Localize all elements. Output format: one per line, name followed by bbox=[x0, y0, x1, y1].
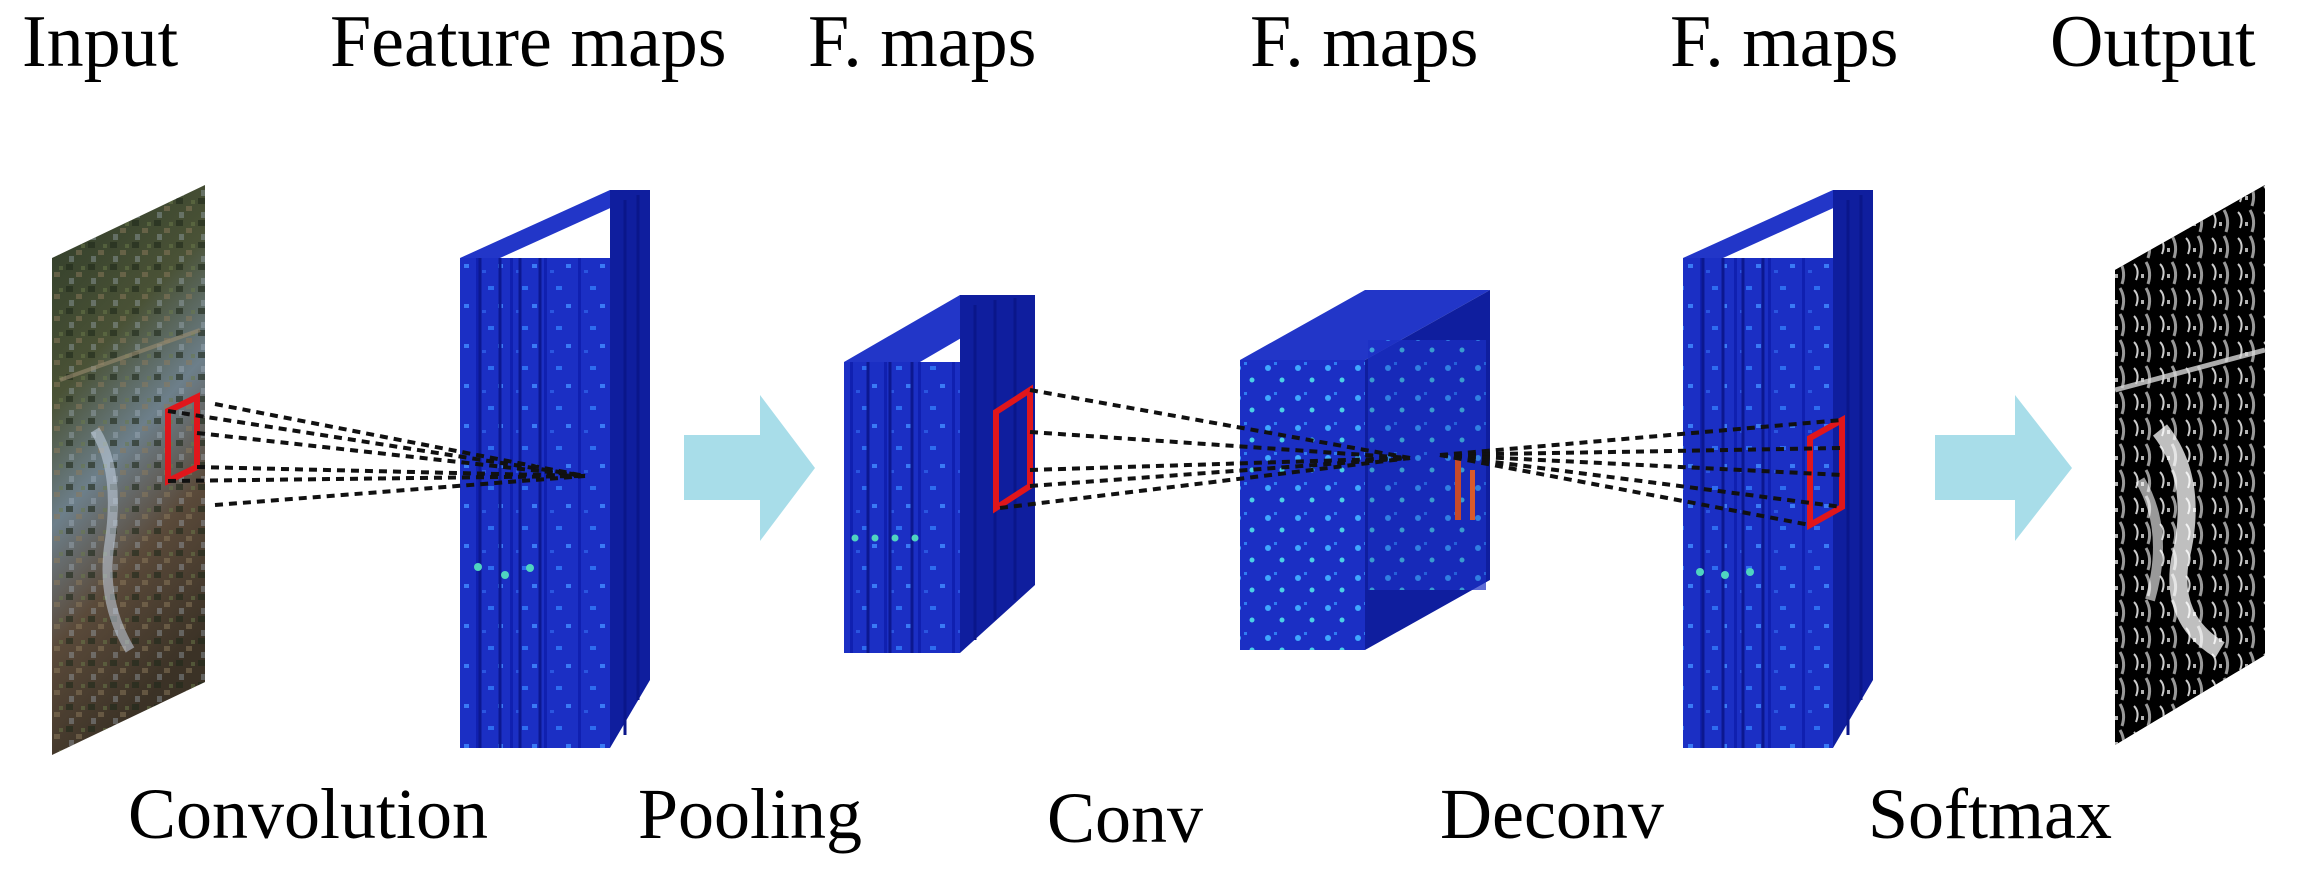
receptive-field-lines bbox=[167, 388, 1843, 527]
label-input: Input bbox=[22, 1, 179, 83]
label-pooling: Pooling bbox=[638, 774, 862, 854]
f-maps-1-stack bbox=[844, 295, 1035, 653]
label-f-maps-2: F. maps bbox=[1250, 1, 1478, 83]
f-maps-2-stack bbox=[1240, 290, 1490, 650]
label-deconv: Deconv bbox=[1440, 774, 1664, 854]
arrow-pooling bbox=[684, 395, 815, 541]
label-f-maps-3: F. maps bbox=[1670, 1, 1898, 83]
label-output: Output bbox=[2050, 1, 2256, 83]
label-feature-maps: Feature maps bbox=[330, 1, 727, 83]
arrow-softmax bbox=[1935, 395, 2072, 541]
f-maps-3-window bbox=[1807, 414, 1845, 531]
label-convolution: Convolution bbox=[128, 774, 488, 854]
label-softmax: Softmax bbox=[1868, 774, 2112, 854]
label-f-maps-1: F. maps bbox=[808, 1, 1036, 83]
output-image bbox=[2114, 185, 2266, 745]
input-image bbox=[52, 185, 205, 755]
label-conv: Conv bbox=[1047, 778, 1203, 858]
feature-maps-stack bbox=[460, 190, 650, 748]
